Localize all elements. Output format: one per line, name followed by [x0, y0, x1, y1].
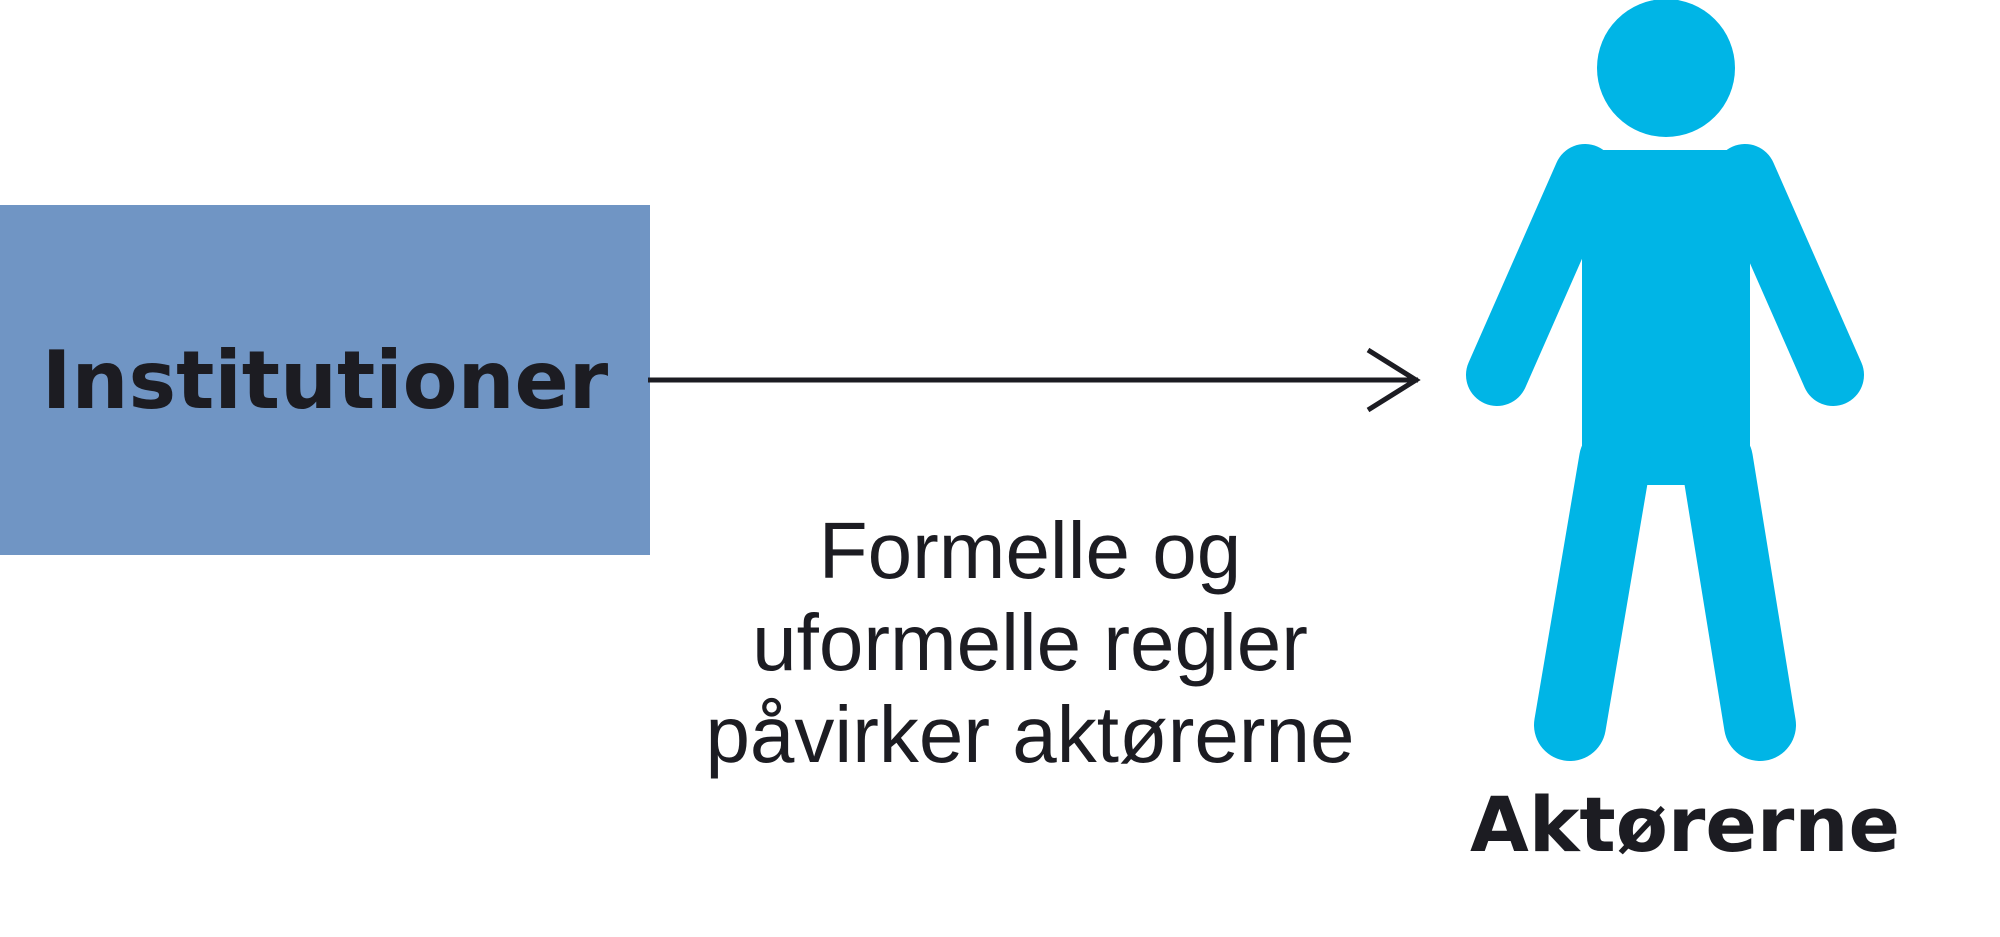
caption-line: uformelle regler	[752, 598, 1308, 687]
arrow-caption: Formelle og uformelle regler påvirker ak…	[660, 505, 1400, 781]
caption-line: påvirker aktørerne	[705, 690, 1355, 779]
caption-line: Formelle og	[818, 506, 1242, 595]
arrow-right-icon	[648, 347, 1421, 413]
institution-label: Institutioner	[41, 333, 609, 427]
person-icon	[1466, 0, 1864, 761]
actor-label: Aktørerne	[1470, 780, 1901, 869]
institution-box: Institutioner	[0, 205, 650, 555]
